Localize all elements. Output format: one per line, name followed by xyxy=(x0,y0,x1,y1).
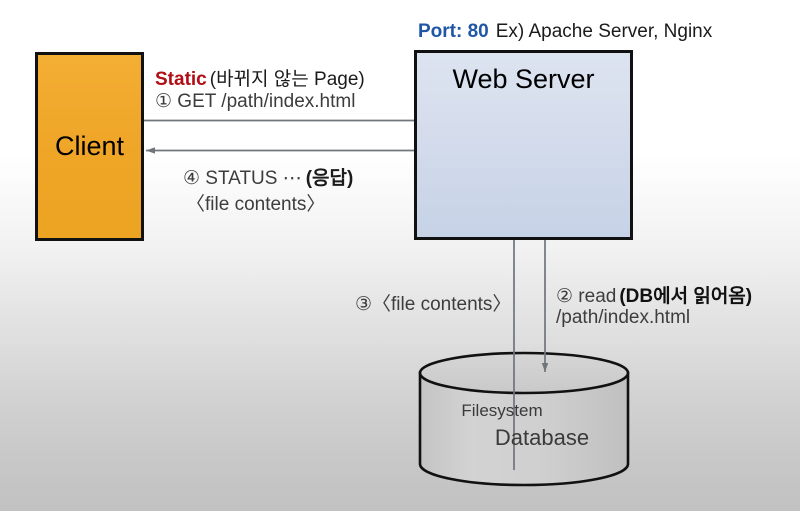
step2-path-label: /path/index.html xyxy=(556,307,691,328)
step2-read-note: (DB에서 읽어옴) xyxy=(619,286,753,307)
static-note: (바뀌지 않는 Page) xyxy=(209,69,365,90)
web-server-node: Web Server xyxy=(414,50,633,240)
filesystem-label: Filesystem xyxy=(461,401,543,420)
step4-payload-label: 〈file contents〉 xyxy=(186,194,326,215)
static-keyword: Static xyxy=(155,69,207,90)
step1-get-label: ① GET /path/index.html xyxy=(155,91,356,112)
database-label: Database xyxy=(494,425,590,450)
webserver-header: Port: 80 Ex) Apache Server, Nginx xyxy=(418,21,712,43)
step3-filecontents-label: ③〈file contents〉 xyxy=(355,294,512,315)
web-server-label: Web Server xyxy=(452,64,595,94)
client-node: Client xyxy=(35,52,144,241)
client-label: Client xyxy=(54,131,125,161)
step2-read-label: ② read(DB에서 읽어옴) xyxy=(556,281,752,308)
port-label: Port: 80 xyxy=(418,21,489,42)
step4-status-text: ④ STATUS ⋯ xyxy=(183,168,302,189)
step4-status-label: ④ STATUS ⋯(응답) xyxy=(183,163,353,190)
step4-status-note: (응답) xyxy=(305,168,354,189)
static-annotation: Static(바뀌지 않는 Page) xyxy=(155,64,365,91)
server-example-label: Ex) Apache Server, Nginx xyxy=(495,21,713,42)
step2-read-text: ② read xyxy=(556,286,617,307)
